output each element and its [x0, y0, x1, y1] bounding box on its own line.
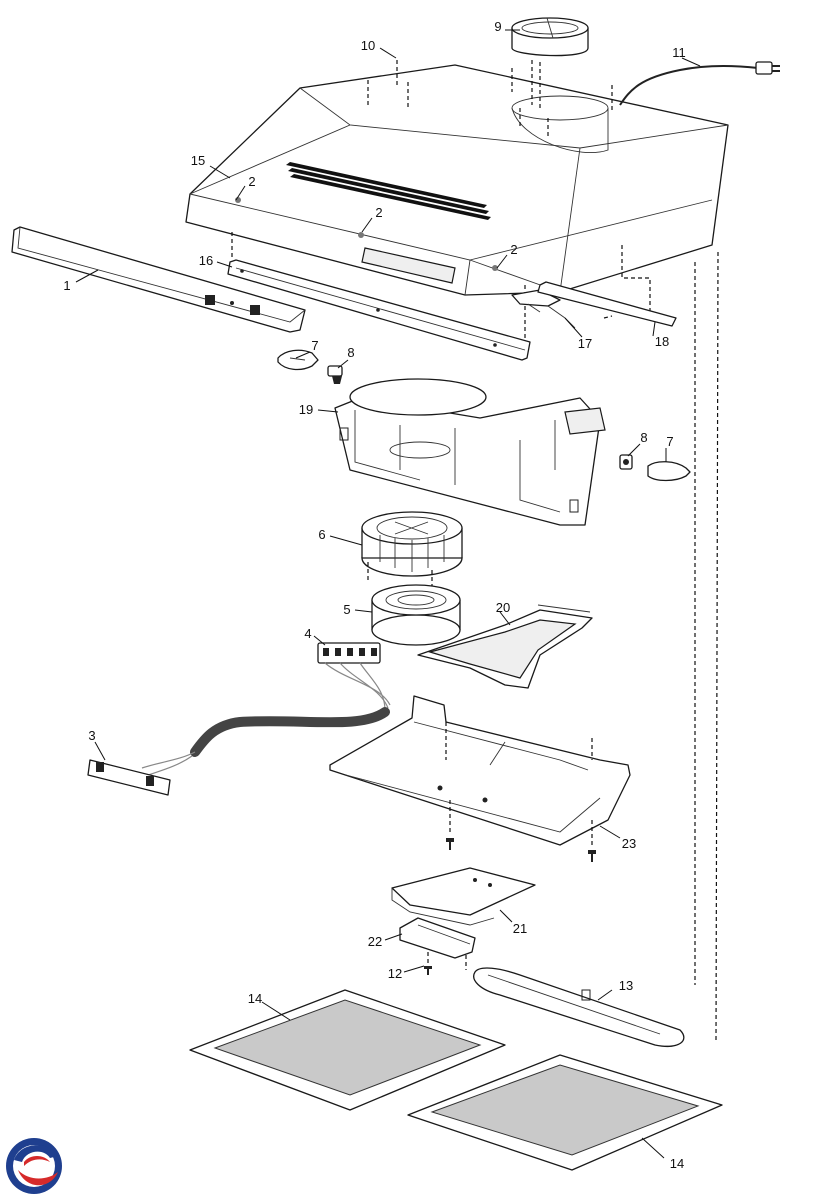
lamp-right [647, 461, 691, 482]
leader-lines [75, 29, 701, 1159]
part-label: 8 [347, 345, 354, 360]
part-label: 11 [672, 45, 686, 60]
part-label: 16 [199, 253, 213, 268]
duct-collar [511, 17, 589, 57]
wiring-harness [139, 662, 391, 779]
screw-hole [492, 265, 498, 271]
screw [588, 850, 596, 862]
part-label: 23 [622, 836, 636, 851]
part-label: 17 [578, 336, 592, 351]
top-screws [367, 60, 613, 138]
part-label: 4 [304, 626, 311, 641]
control-switch [87, 759, 171, 796]
front-rail [227, 259, 531, 361]
grease-filter-1 [189, 989, 506, 1111]
part-label: 19 [299, 402, 313, 417]
grease-filter-2 [407, 1054, 723, 1171]
part-label: 20 [496, 600, 510, 615]
brand-logo [6, 1138, 62, 1194]
screw [446, 838, 454, 850]
part-label: 10 [361, 38, 375, 53]
part-label: 8 [640, 430, 647, 445]
part-label: 5 [343, 602, 350, 617]
vent-slots [286, 162, 491, 220]
part-label: 15 [191, 153, 205, 168]
part-label: 2 [510, 242, 517, 257]
part-label: 13 [619, 978, 633, 993]
control-plate [391, 867, 536, 926]
part-label: 6 [318, 527, 325, 542]
screw-hole [235, 197, 241, 203]
part-label: 1 [63, 278, 70, 293]
part-label: 14 [670, 1156, 684, 1171]
lamp-holder-left [327, 365, 343, 384]
motor [361, 511, 463, 577]
screw [424, 966, 432, 975]
part-label: 18 [655, 334, 669, 349]
baffle-plate [417, 604, 593, 689]
rear-rail [537, 281, 677, 327]
blower-housing [334, 378, 606, 526]
lamp-left [277, 349, 319, 371]
light-diffuser [473, 967, 685, 1047]
part-label: 2 [375, 205, 382, 220]
part-label: 22 [368, 934, 382, 949]
lamp-holder-right [619, 454, 633, 470]
front-trim [11, 226, 306, 333]
part-label: 7 [666, 434, 673, 449]
charcoal-filter [371, 584, 461, 646]
part-label: 2 [248, 174, 255, 189]
screw-hole [358, 232, 364, 238]
part-label: 21 [513, 921, 527, 936]
switch-bracket [399, 917, 476, 959]
terminal-block [317, 642, 381, 664]
part-labels: 1 2 2 2 3 4 5 6 7 7 8 8 9 10 11 12 13 14… [63, 19, 685, 1171]
part-label: 9 [494, 19, 501, 34]
part-label: 7 [311, 338, 318, 353]
part-label: 12 [388, 966, 402, 981]
part-label: 3 [88, 728, 95, 743]
power-cord [619, 61, 780, 106]
hood-body [185, 64, 729, 296]
part-label: 14 [248, 991, 262, 1006]
bottom-tray [329, 695, 631, 846]
